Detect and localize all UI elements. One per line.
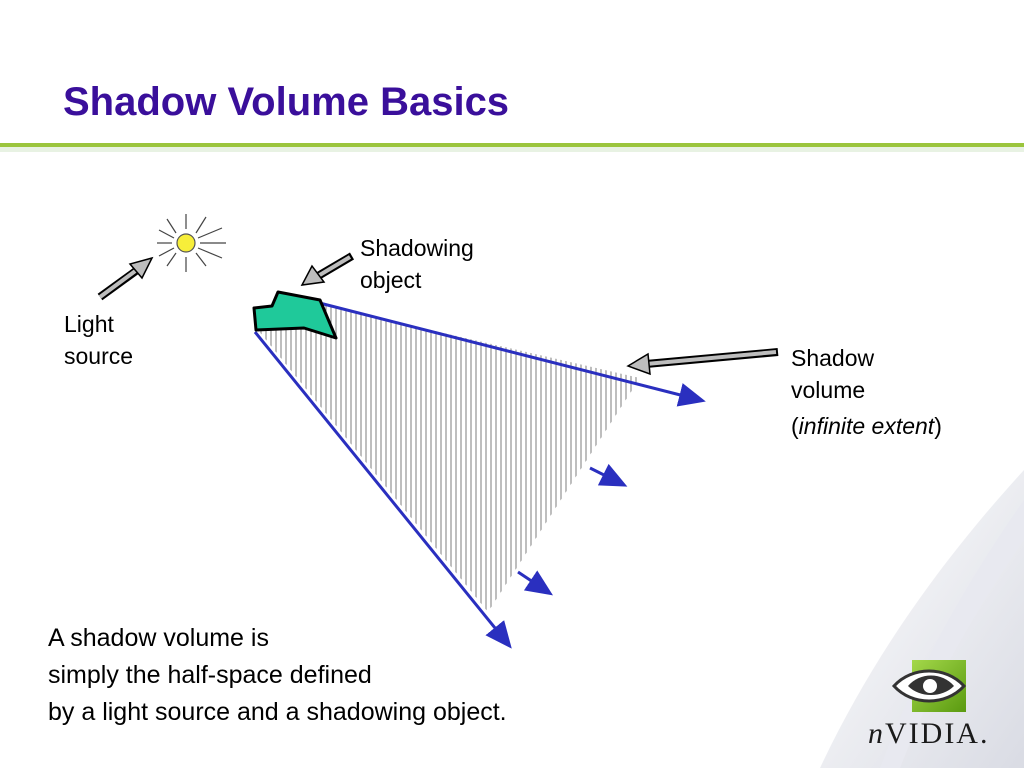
volume-arrow-mid [589, 463, 628, 487]
shadowing-object-label-line1: Shadowing [360, 235, 474, 261]
caption-line-2: simply the half-space defined [48, 661, 372, 689]
shadowing-object-shape [252, 290, 338, 340]
wordmark-vidia: VIDIA [885, 717, 980, 750]
light-source-label-line2: source [64, 343, 134, 369]
light-source-icon [157, 214, 226, 272]
volume-edge-bottom [253, 331, 512, 649]
caption-line-1: A shadow volume is [48, 624, 269, 652]
shadow-volume-region [258, 300, 640, 612]
shadow-volume-note: (infinite extent) [791, 410, 942, 442]
shadow-volume-label-line2: volume [791, 377, 866, 403]
nvidia-eye-logo-icon [891, 660, 967, 712]
slide-caption: A shadow volume is simply the half-space… [48, 620, 507, 731]
shadowing-object-label: Shadowing object [360, 232, 474, 296]
nvidia-wordmark: nVIDIA. [868, 717, 989, 751]
infinite-extent-text: infinite extent [798, 413, 935, 439]
light-source-label: Light source [64, 308, 133, 372]
wordmark-dot: . [979, 717, 990, 750]
slide-title: Shadow Volume Basics [63, 80, 510, 124]
shadowing-object-pointer [300, 252, 355, 286]
light-source-label-line1: Light [64, 311, 114, 337]
note-close-paren: ) [934, 413, 942, 439]
shadow-volume-label: Shadow volume (infinite extent) [791, 342, 942, 442]
light-source-pointer [97, 256, 154, 301]
volume-edge-top [299, 296, 706, 407]
caption-line-3: by a light source and a shadowing object… [48, 698, 507, 726]
title-underline [0, 143, 1024, 152]
note-open-paren: ( [791, 413, 799, 439]
volume-arrow-low [517, 570, 553, 596]
shadowing-object-label-line2: object [360, 267, 422, 293]
wordmark-n: n [868, 717, 885, 750]
shadow-volume-label-line1: Shadow [791, 345, 875, 371]
shadow-volume-pointer [626, 348, 779, 376]
